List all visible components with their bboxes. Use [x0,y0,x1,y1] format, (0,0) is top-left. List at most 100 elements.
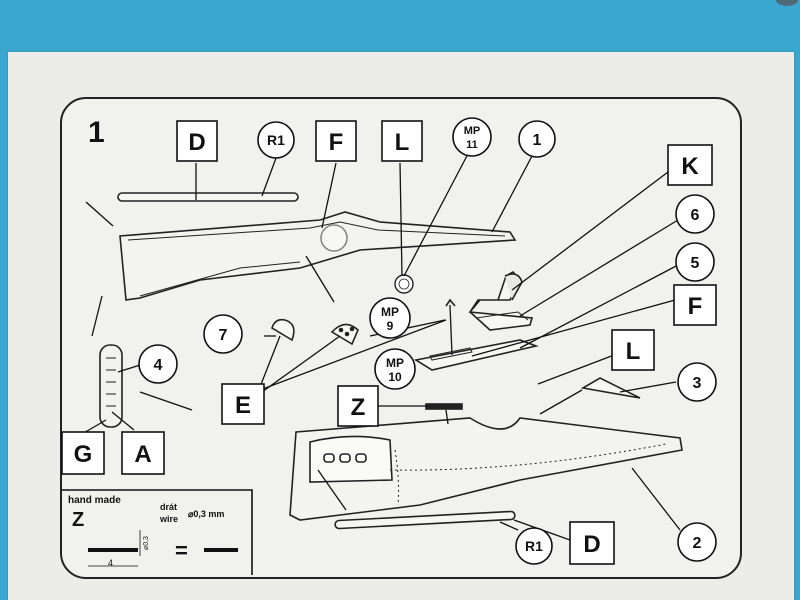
label-part1: 1 [533,132,542,149]
direction-arrow [445,409,449,425]
label-e: E [235,392,251,419]
leader [259,319,447,391]
label-box-l-top [381,120,423,162]
label-box-d-top [176,120,218,162]
leader [537,351,623,385]
leader [631,467,681,531]
label-r1-top: R1 [267,132,285,148]
direction-arrow [317,469,347,511]
panel-line-dotted [389,443,667,471]
label-part6: 6 [691,207,700,224]
circle-part3 [677,362,717,402]
direction-arrow [139,391,193,411]
legend-diameter-small: ⌀0,3 [143,536,150,550]
hole [349,326,355,332]
gauge [323,453,335,463]
fuselage-inner-line [127,221,506,241]
label-box-g [61,431,105,475]
legend-box: hand made Z drát wire ⌀0,3 mm ⌀0,3 4 = [62,489,253,575]
leader [511,171,669,291]
leader [257,335,281,393]
seat [468,270,534,331]
label-mp11-line1: MP [464,125,481,137]
rod-r1-bottom [334,510,516,530]
label-part5: 5 [691,255,700,272]
leader [499,521,519,531]
legend-title: hand made [68,495,121,506]
leader [519,264,679,349]
label-mp9-line2: 9 [387,319,394,333]
hole [338,327,344,333]
label-r1-bottom: R1 [525,538,543,554]
instrument-panel [99,344,123,428]
floor-plate-detail [429,347,473,361]
legend-wire-cz: drát [160,502,177,512]
label-box-z [337,385,379,427]
circle-labels: R1 MP 11 1 6 5 3 7 MP 9 MP 10 4 R1 2 [138,117,717,565]
circle-part2 [677,522,717,562]
label-z: Z [351,394,366,421]
gauge [339,453,351,463]
seat-cushion-line [475,311,529,321]
circle-part5 [675,242,715,282]
fuselage-half-left [119,211,517,301]
label-part3: 3 [693,375,702,392]
label-part2: 2 [693,535,702,552]
circle-mp11 [452,117,492,157]
rod-r1-top [117,192,299,202]
step-number: 1 [88,116,105,149]
panel-line-dotted-2 [394,449,400,506]
legend-diameter: ⌀0,3 mm [188,509,224,519]
hole [344,331,350,337]
label-a: A [134,441,151,468]
leader [117,364,141,373]
instrument-dial-mp11 [394,274,414,294]
part-7-shape [271,318,295,342]
part-drawings [99,192,683,530]
circle-mp9 [369,297,411,339]
wire-z [425,403,463,410]
label-box-f-top [315,120,357,162]
legend-wire-en: wire [159,514,178,524]
label-l-top: L [395,129,410,156]
circle-part6 [675,194,715,234]
gauge [355,453,367,463]
direction-arrow [85,201,114,227]
label-d-top: D [188,129,205,156]
circle-part1 [518,120,556,158]
label-d-bottom: D [583,531,600,558]
circle-r1-bottom [515,527,553,565]
leader [619,381,677,393]
label-mp9-line1: MP [381,305,399,319]
leader [261,157,277,197]
label-mp10-line2: 10 [388,370,402,384]
label-g: G [74,441,93,468]
part-3-wedge [580,377,641,399]
label-box-k [667,144,713,186]
leader [111,411,135,431]
label-box-e [221,383,265,425]
cockpit-opening [309,435,393,483]
legend-wire-part [88,548,138,552]
instrument-dial-inner [398,278,410,290]
legend-border [62,489,253,575]
leader [399,162,403,277]
direction-arrow [305,255,335,303]
label-part4: 4 [154,357,163,374]
label-box-f-right [673,284,717,326]
label-box-l-right [611,329,655,371]
label-mp10-line1: MP [386,356,404,370]
background-object [776,0,798,6]
direction-arrow [539,389,583,415]
label-box-a [121,431,165,475]
circle-mp10 [374,348,416,390]
cockpit-hole [320,224,348,252]
label-f-right: F [688,293,703,320]
leader [321,162,337,229]
circle-part7 [203,314,243,354]
leader [471,299,676,357]
leader [403,149,471,277]
fuselage-inner-line-2 [139,261,301,297]
legend-part-letter: Z [72,509,84,531]
